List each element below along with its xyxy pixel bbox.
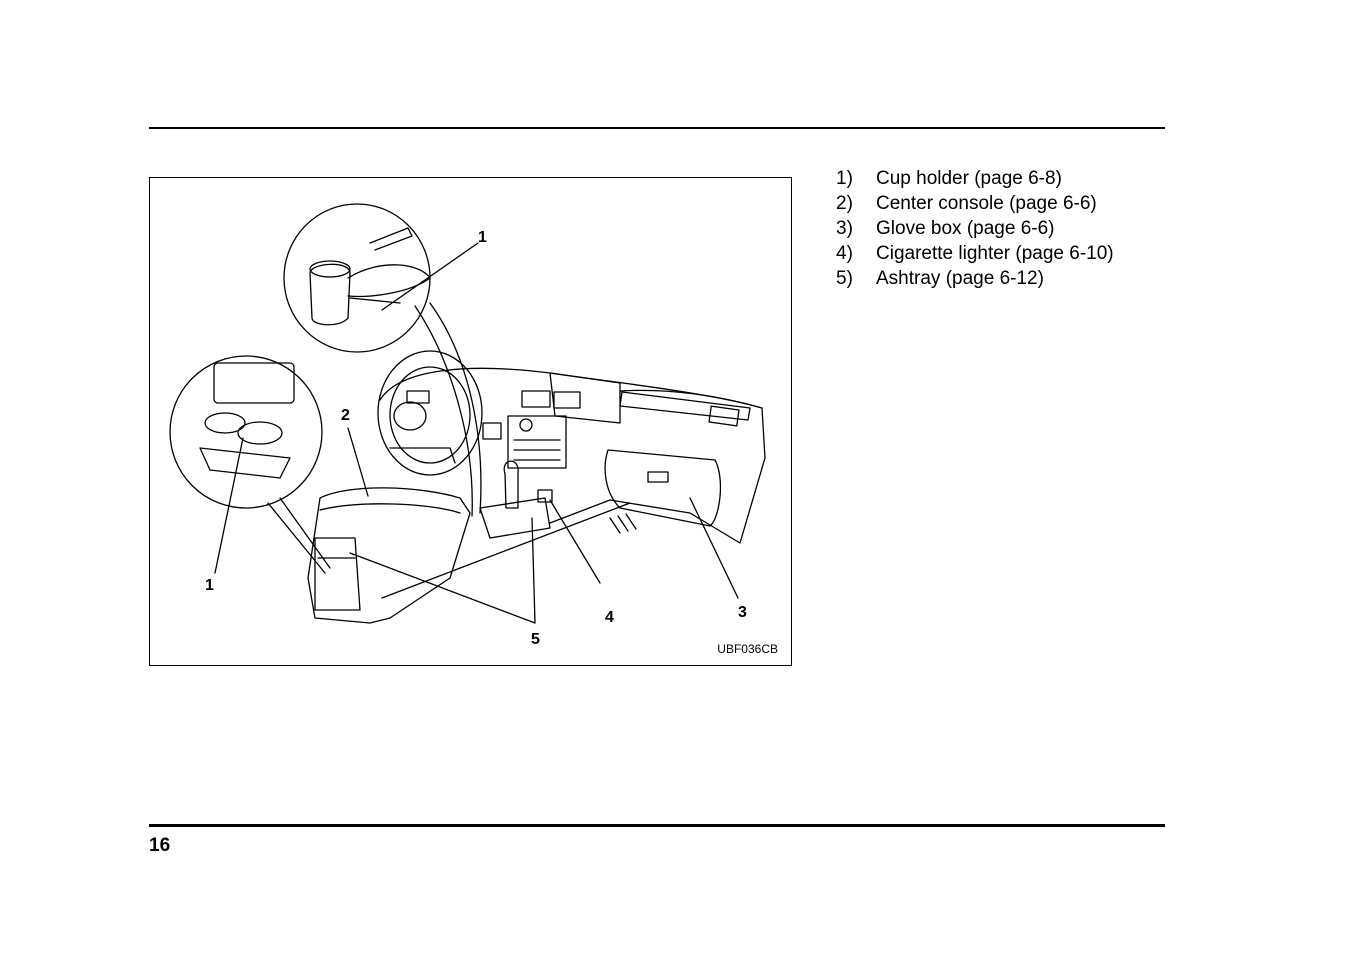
legend-item: 5)Ashtray (page 6-12) xyxy=(836,268,1044,289)
dashboard-illustration xyxy=(169,203,766,624)
legend-item-text: Ashtray (page 6-12) xyxy=(876,268,1044,289)
legend-item: 3)Glove box (page 6-6) xyxy=(836,218,1055,239)
callout-2: 2 xyxy=(341,407,350,424)
legend-item-text: Center console (page 6-6) xyxy=(876,193,1097,214)
callout-5: 5 xyxy=(531,631,540,648)
legend-item: 4)Cigarette lighter (page 6-10) xyxy=(836,243,1114,264)
dashboard-figure: 1 2 1 5 4 3 UBF036CB xyxy=(149,177,792,666)
legend-item: 2)Center console (page 6-6) xyxy=(836,193,1097,214)
figure-code: UBF036CB xyxy=(717,642,778,656)
legend-item-text: Cigarette lighter (page 6-10) xyxy=(876,243,1114,264)
callout-1-top: 1 xyxy=(478,229,487,246)
legend-item-text: Glove box (page 6-6) xyxy=(876,218,1055,239)
legend-item: 1)Cup holder (page 6-8) xyxy=(836,168,1062,189)
footer-rule xyxy=(149,824,1165,827)
legend-list: 1)Cup holder (page 6-8) 2)Center console… xyxy=(836,166,1114,291)
page-number: 16 xyxy=(149,835,171,856)
legend-item-text: Cup holder (page 6-8) xyxy=(876,168,1062,189)
callout-4: 4 xyxy=(605,609,614,626)
callout-3: 3 xyxy=(738,604,747,621)
callout-1-left: 1 xyxy=(205,577,214,594)
header-rule xyxy=(149,127,1165,129)
